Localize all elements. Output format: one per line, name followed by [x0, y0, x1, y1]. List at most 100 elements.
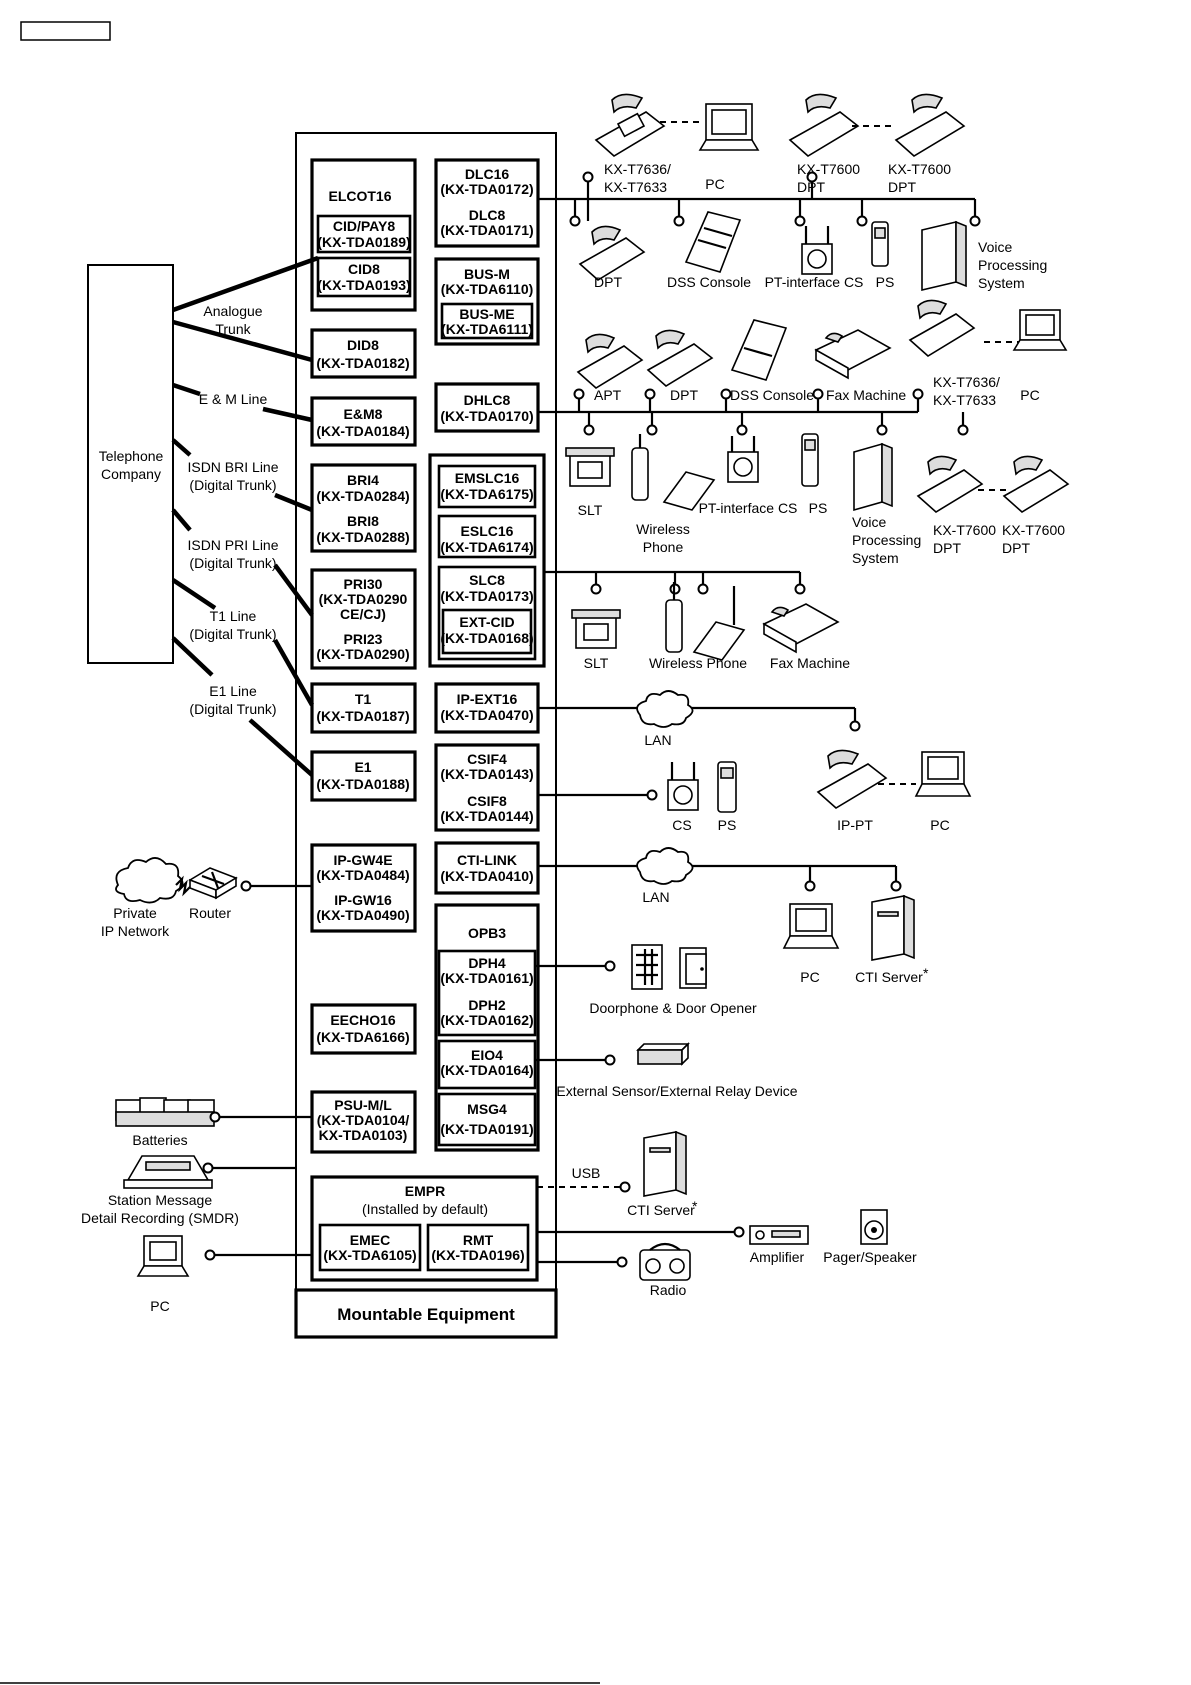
slt-phone-icon-1	[565, 447, 615, 487]
svg-text:EIO4: EIO4	[471, 1047, 503, 1063]
router-label: Router	[189, 905, 231, 921]
svg-text:SLC8: SLC8	[469, 572, 505, 588]
svg-text:(KX-TDA0173): (KX-TDA0173)	[440, 588, 533, 604]
svg-text:(KX-TDA0184): (KX-TDA0184)	[316, 423, 409, 439]
svg-text:(KX-TDA0484): (KX-TDA0484)	[316, 867, 409, 883]
card-did8: DID8 (KX-TDA0182)	[310, 328, 417, 379]
pc-icon-left	[136, 1235, 190, 1277]
smdr-label: Station Message	[108, 1192, 212, 1208]
lan-label-1: LAN	[644, 732, 671, 748]
smdr-label-2: Detail Recording (SMDR)	[81, 1210, 239, 1226]
svg-text:BUS-ME: BUS-ME	[459, 306, 514, 322]
pc-label-d: PC	[800, 969, 819, 985]
kx-t7636-label-b: KX-T7636/	[933, 374, 1000, 390]
external-sensor-label: External Sensor/External Relay Device	[556, 1083, 797, 1099]
lan-cloud-icon-2	[636, 847, 694, 885]
svg-text:BUS-M: BUS-M	[464, 266, 510, 282]
svg-text:DLC8: DLC8	[469, 207, 506, 223]
svg-text:(KX-TDA0410): (KX-TDA0410)	[440, 868, 533, 884]
svg-text:EECHO16: EECHO16	[330, 1012, 396, 1028]
card-slt-group: EMSLC16 (KX-TDA6175) ESLC16 (KX-TDA6174)…	[428, 453, 546, 668]
ip-pt-label: IP-PT	[837, 817, 873, 833]
pc-label-left: PC	[150, 1298, 169, 1314]
slt-bus	[544, 570, 806, 595]
trunk-lines	[171, 255, 319, 777]
doorphone-label: Doorphone & Door Opener	[589, 1000, 757, 1016]
apt-phone-icon	[576, 333, 644, 389]
pc-icon-b	[1012, 309, 1068, 351]
voice-processing-system-icon-2	[853, 442, 893, 512]
pc-label-b: PC	[1020, 387, 1039, 403]
svg-text:E&M8: E&M8	[344, 406, 383, 422]
lan-cloud-icon-1	[636, 690, 694, 728]
kx-t7636-label-a-2: KX-T7633	[604, 179, 667, 195]
svg-text:EMPR: EMPR	[405, 1183, 445, 1199]
svg-text:E1: E1	[354, 759, 371, 775]
apt-label: APT	[594, 387, 622, 403]
door-opener-icon	[679, 947, 707, 989]
svg-text:IP-GW16: IP-GW16	[334, 892, 392, 908]
ip-pt-phone-icon	[816, 749, 888, 809]
ps-handset-icon-2	[801, 433, 819, 487]
svg-text:(KX-TDA0187): (KX-TDA0187)	[316, 708, 409, 724]
voice-processing-system-icon-1	[921, 220, 967, 292]
dpt-phone-icon-1	[578, 225, 646, 281]
pc-label-a: PC	[705, 176, 724, 192]
vps-label-1: Voice	[978, 239, 1012, 255]
amplifier-label: Amplifier	[750, 1249, 805, 1265]
card-eecho16: EECHO16 (KX-TDA6166)	[310, 1003, 417, 1055]
svg-text:CID8: CID8	[348, 261, 380, 277]
svg-text:EMEC: EMEC	[350, 1232, 390, 1248]
lan-label-2: LAN	[642, 889, 669, 905]
private-ip-label-2: IP Network	[101, 923, 170, 939]
cti-server-asterisk-2: *	[692, 1198, 698, 1214]
slt-phone-icon-2	[571, 609, 621, 649]
card-t1: T1 (KX-TDA0187)	[310, 682, 417, 734]
external-relay-device-icon	[636, 1042, 690, 1066]
svg-text:BRI4: BRI4	[347, 472, 379, 488]
slt-label-1: SLT	[578, 502, 603, 518]
vps-label-2-3: System	[852, 550, 899, 566]
fax-machine-icon-1	[814, 329, 892, 380]
cti-server-label-1: CTI Server	[855, 969, 923, 985]
svg-text:(KX-TDA0470): (KX-TDA0470)	[440, 707, 533, 723]
doorphone-icon	[631, 944, 663, 990]
private-ip-label: Private	[113, 905, 157, 921]
svg-text:(KX-TDA6174): (KX-TDA6174)	[440, 539, 533, 555]
kx-t7600-phone-icon-c	[916, 455, 984, 513]
t1-line-label-2: (Digital Trunk)	[189, 626, 276, 642]
card-dlc16-dlc8: DLC16 (KX-TDA0172) DLC8 (KX-TDA0171)	[434, 158, 540, 248]
svg-text:CE/CJ): CE/CJ)	[340, 606, 386, 622]
wireless-phone-icon-1	[631, 434, 716, 511]
card-e1: E1 (KX-TDA0188)	[310, 750, 417, 802]
kx-t7636-label-b-2: KX-T7633	[933, 392, 996, 408]
wireless-phone-label-2: Wireless Phone	[649, 655, 747, 671]
kx-t7600-label-b: KX-T7600	[888, 161, 951, 177]
pt-interface-cs-icon-1	[801, 226, 833, 275]
svg-text:(KX-TDA0104/: (KX-TDA0104/	[317, 1112, 410, 1128]
svg-text:DID8: DID8	[347, 337, 379, 353]
dpt-label-2: DPT	[670, 387, 698, 403]
amplifier-icon	[749, 1225, 809, 1245]
card-bus-m: BUS-M (KX-TDA6110) BUS-ME (KX-TDA6111)	[434, 257, 540, 346]
svg-text:(KX-TDA0161): (KX-TDA0161)	[440, 970, 533, 986]
svg-text:(KX-TDA0188): (KX-TDA0188)	[316, 776, 409, 792]
card-dhlc8: DHLC8 (KX-TDA0170)	[434, 382, 540, 433]
cti-server-label-2: CTI Server	[627, 1202, 695, 1218]
svg-text:DPH4: DPH4	[468, 955, 506, 971]
vps-label-1-2: Processing	[978, 257, 1047, 273]
dss-console-icon-1	[684, 211, 742, 273]
svg-text:PRI23: PRI23	[344, 631, 383, 647]
svg-text:(KX-TDA0191): (KX-TDA0191)	[440, 1121, 533, 1137]
kx-t7600-label-b-2: DPT	[888, 179, 916, 195]
slt-label-2: SLT	[584, 655, 609, 671]
t1-line-label: T1 Line	[210, 608, 257, 624]
svg-text:(KX-TDA6166): (KX-TDA6166)	[316, 1029, 409, 1045]
e1-line-label-2: (Digital Trunk)	[189, 701, 276, 717]
e1-line-label: E1 Line	[209, 683, 257, 699]
svg-text:(KX-TDA0196): (KX-TDA0196)	[431, 1247, 524, 1263]
svg-text:(KX-TDA0170): (KX-TDA0170)	[440, 408, 533, 424]
fax-machine-icon-2	[762, 603, 840, 654]
card-pri30-pri23: PRI30 (KX-TDA0290 CE/CJ) PRI23 (KX-TDA02…	[310, 568, 417, 670]
batteries-label: Batteries	[132, 1132, 187, 1148]
